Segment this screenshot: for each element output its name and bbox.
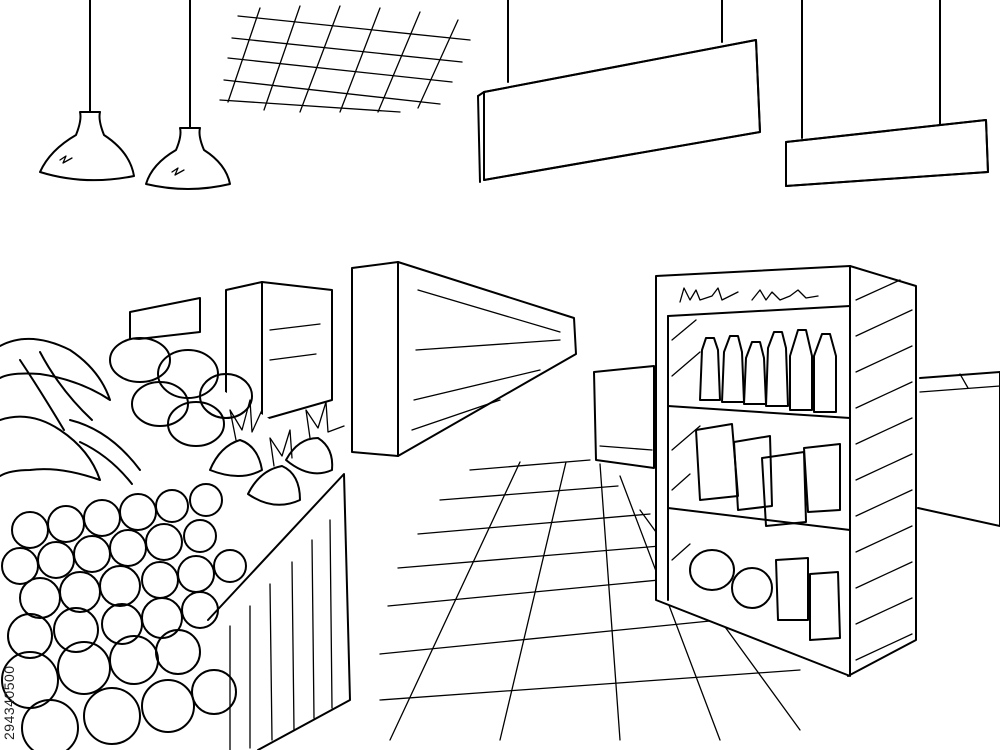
shelf-unit	[655, 265, 917, 677]
floor-tiles	[379, 459, 801, 741]
apples	[1, 629, 237, 750]
bananas	[0, 337, 141, 485]
stock-id-watermark: 294340500	[1, 665, 17, 740]
oranges	[1, 483, 247, 659]
produce-stand	[0, 330, 351, 750]
hanging-sign-right	[785, 0, 989, 187]
ceiling-grid	[219, 5, 471, 113]
jars	[689, 549, 841, 641]
hanging-sign-left	[477, 0, 761, 183]
freezer-counters	[593, 365, 1000, 527]
watermelons	[109, 337, 253, 447]
background-aisles	[129, 261, 577, 457]
pendant-lamp-left	[39, 0, 135, 182]
bottles	[699, 329, 837, 413]
pineapples	[209, 399, 345, 506]
stand-box	[207, 473, 351, 750]
packets	[695, 423, 841, 527]
pendant-lamp-right	[145, 0, 231, 190]
